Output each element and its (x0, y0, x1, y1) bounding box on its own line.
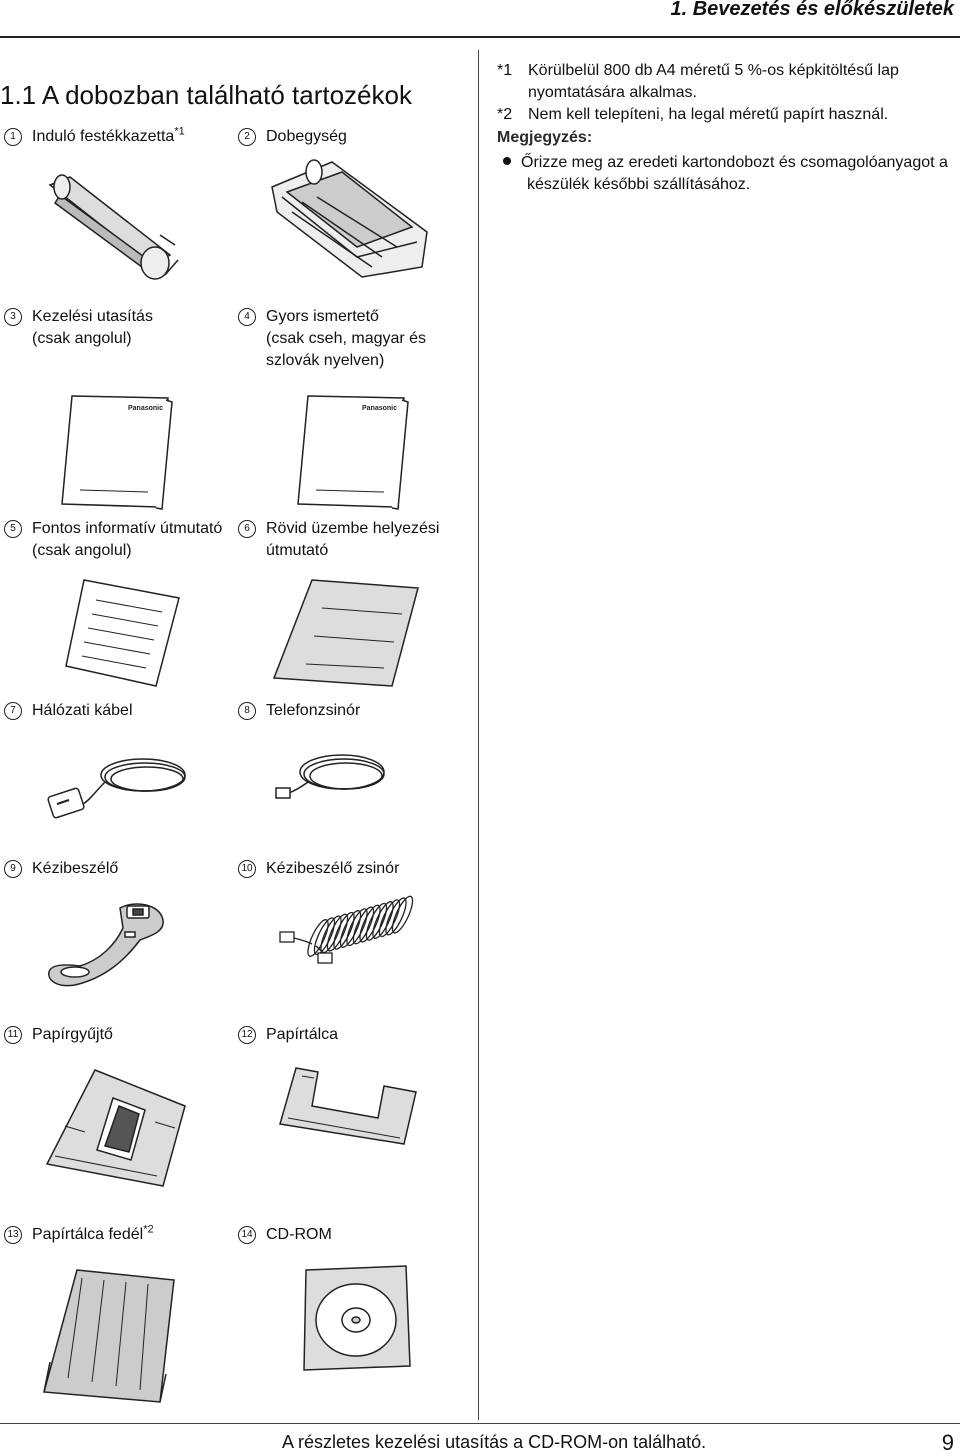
item-number: 9 (4, 860, 22, 878)
footer-rule (0, 1423, 960, 1424)
item-label: Kézibeszélő zsinór (266, 860, 400, 877)
item-number: 6 (238, 520, 256, 538)
item-important-information: 5 Fontos informatív útmutató (csak angolul… (4, 518, 222, 562)
manual-booklet-illustration: Panasonic (61, 395, 173, 510)
item-number: 1 (4, 128, 22, 146)
item-power-cord: 7 Hálózati kábel (4, 700, 133, 722)
drum-unit-illustration (271, 159, 428, 278)
item-paper-tray-cover: 13 Papírtálca fedél*2 (4, 1224, 154, 1246)
item-label: Papírgyűjtő (32, 1026, 113, 1043)
item-label-line2: útmutató (266, 542, 329, 559)
telephone-cord-illustration (275, 754, 385, 799)
item-label: Papírtálca (266, 1026, 339, 1043)
brand-logo: Panasonic (362, 405, 397, 412)
page-number: 9 (941, 1430, 954, 1455)
footnote-2-text: Nem kell telepíteni, ha legal méretű pap… (528, 106, 889, 123)
item-label-line1: Fontos informatív útmutató (32, 520, 223, 537)
item-number: 11 (4, 1026, 22, 1044)
item-label-line1: Gyors ismertető (266, 308, 379, 325)
footnote-2: *2 Nem kell telepíteni, ha legal méretű … (497, 104, 888, 126)
brand-logo: Panasonic (128, 405, 163, 412)
item-number: 10 (238, 860, 256, 878)
footer-note: A részletes kezelési utasítás a CD-ROM-o… (282, 1432, 707, 1452)
item-number: 13 (4, 1226, 22, 1244)
item-operating-instructions: 3 Kezelési utasítás (csak angolul) (4, 306, 153, 350)
note-bullet: Őrizze meg az eredeti kartondobozt és cs… (503, 152, 948, 174)
handset-cord-illustration (279, 895, 414, 964)
item-number: 14 (238, 1226, 256, 1244)
item-label: Kézibeszélő (32, 860, 119, 877)
section-title: 1.1 A dobozban található tartozékok (0, 80, 412, 110)
item-label-line1: Kezelési utasítás (32, 308, 153, 325)
item-installation-guide: 6 Rövid üzembe helyezési útmutató (238, 518, 439, 562)
item-label: CD-ROM (266, 1226, 332, 1243)
item-cd-rom: 14 CD-ROM (238, 1224, 332, 1246)
item-number: 8 (238, 702, 256, 720)
information-sheet-illustration (65, 579, 180, 687)
item-footnote-mark: *2 (143, 1223, 154, 1236)
cd-rom-illustration (303, 1265, 411, 1371)
power-cord-illustration (47, 758, 186, 819)
item-label: Telefonzsinór (266, 702, 361, 719)
item-label-line2: (csak angolul) (32, 330, 132, 347)
item-number: 12 (238, 1026, 256, 1044)
header-rule (0, 36, 960, 38)
quick-guide-booklet-illustration: Panasonic (297, 395, 409, 510)
item-paper-tray: 12 Papírtálca (238, 1024, 338, 1046)
bullet-icon (503, 157, 511, 165)
footnote-1-text: Körülbelül 800 db A4 méretű 5 %-os képki… (528, 62, 899, 79)
footnote-1-cont: nyomtatására alkalmas. (528, 84, 697, 101)
item-number: 2 (238, 128, 256, 146)
paper-tray-cover-illustration (43, 1269, 175, 1403)
item-footnote-mark: *1 (174, 125, 185, 138)
item-label: Induló festékkazetta (32, 128, 175, 145)
note-title: Megjegyzés: (497, 129, 593, 146)
footnote-1-mark: *1 (497, 62, 513, 79)
item-number: 4 (238, 308, 256, 326)
handset-illustration (48, 903, 164, 987)
item-label: Hálózati kábel (32, 702, 133, 719)
item-toner-cartridge: 1 Induló festékkazetta*1 (4, 126, 185, 148)
item-label-line2: (csak cseh, magyar és (266, 330, 427, 347)
item-label: Dobegység (266, 128, 347, 145)
item-drum-unit: 2 Dobegység (238, 126, 347, 148)
item-label-line1: Rövid üzembe helyezési (266, 520, 440, 537)
paper-stacker-illustration (45, 1069, 186, 1187)
item-paper-stacker: 11 Papírgyűjtő (4, 1024, 113, 1046)
column-divider (478, 50, 479, 1420)
item-handset-cord: 10 Kézibeszélő zsinór (238, 858, 399, 880)
item-label-line2: (csak angolul) (32, 542, 132, 559)
item-label-line3: szlovák nyelven) (266, 352, 385, 369)
item-quick-guide: 4 Gyors ismertető (csak cseh, magyar és szl… (238, 306, 426, 372)
item-handset: 9 Kézibeszélő (4, 858, 118, 880)
chapter-title: 1. Bevezetés és előkészületek (670, 0, 954, 20)
item-telephone-cord: 8 Telefonzsinór (238, 700, 360, 722)
item-number: 7 (4, 702, 22, 720)
installation-sheet-illustration (272, 579, 419, 687)
note-bullet-line1: Őrizze meg az eredeti kartondobozt és cs… (521, 154, 948, 171)
toner-cartridge-illustration (48, 174, 179, 280)
note-bullet-line2: készülék későbbi szállításához. (527, 176, 751, 193)
paper-tray-illustration (279, 1067, 417, 1145)
footnote-2-mark: *2 (497, 106, 513, 123)
item-label: Papírtálca fedél (32, 1226, 144, 1243)
footnote-1: *1 Körülbelül 800 db A4 méretű 5 %-os ké… (497, 60, 899, 82)
item-number: 3 (4, 308, 22, 326)
item-number: 5 (4, 520, 22, 538)
